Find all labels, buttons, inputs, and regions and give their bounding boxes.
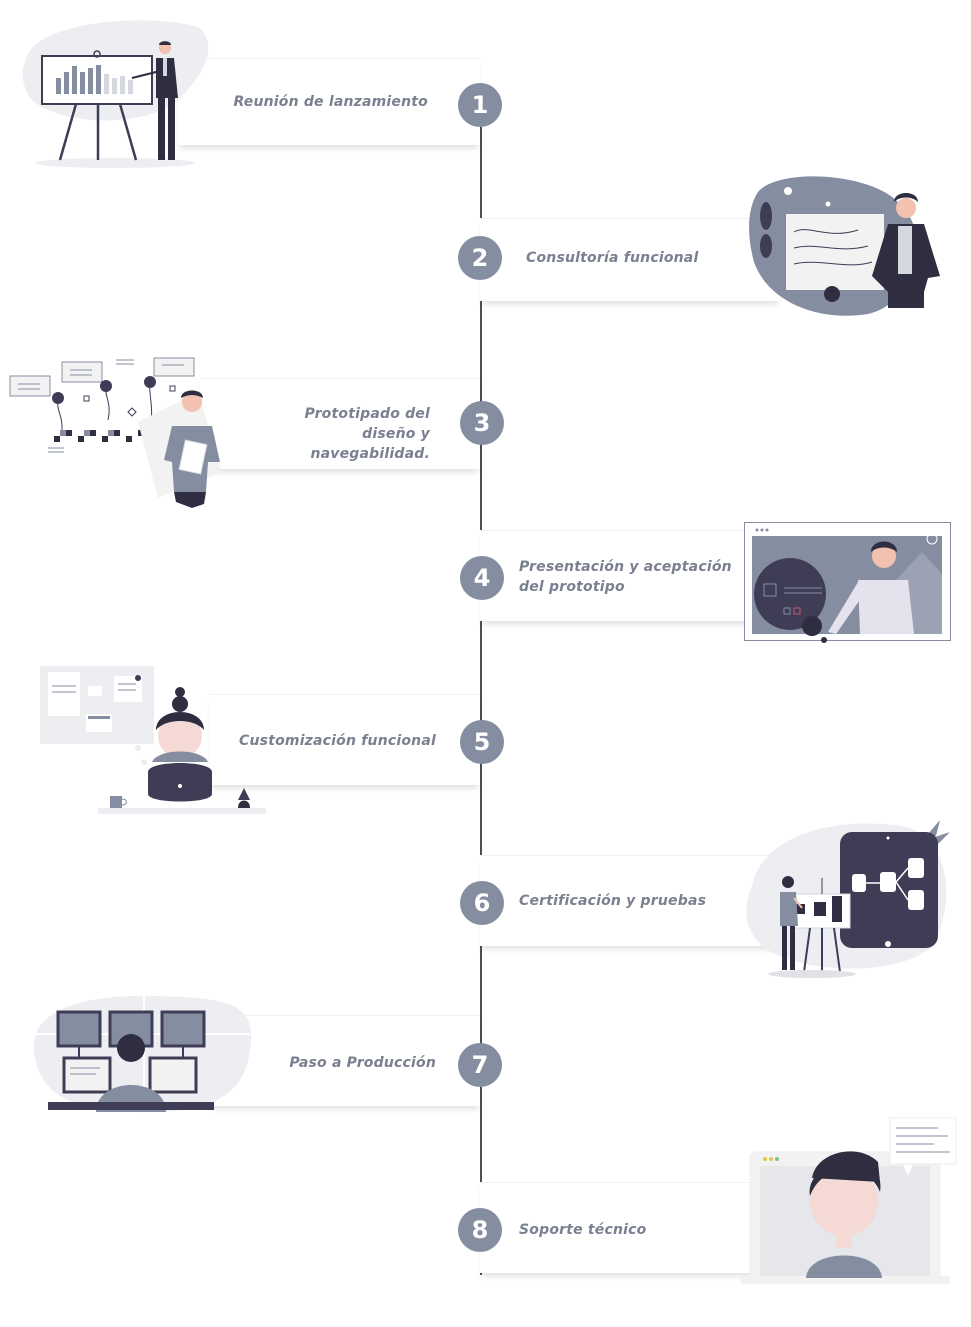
step-card-8: [480, 1182, 770, 1273]
presentation-chart-icon: [22, 20, 209, 168]
video-call-support-icon: [740, 1117, 957, 1284]
step-label-8: Soporte técnico: [519, 1222, 647, 1238]
step-card-4: [480, 530, 770, 621]
step-card-3: [200, 378, 480, 469]
step-card-1: [178, 58, 480, 145]
step-card-5: [210, 694, 480, 785]
laptop-worker-icon: [40, 666, 266, 814]
step-label-3: Prototipado del diseño y navegabilidad.: [304, 406, 430, 462]
step-number-4: 4: [460, 556, 504, 600]
consultant-document-icon: [749, 176, 940, 316]
timeline-line: [480, 100, 482, 1275]
step-number-6: 6: [460, 881, 504, 925]
step-card-2: [480, 218, 780, 301]
step-number-7: 7: [458, 1043, 502, 1087]
flowchart-tablet-icon: [746, 820, 950, 978]
step-label-4: Presentación y aceptación del prototipo: [519, 559, 732, 595]
step-card-7: [210, 1015, 480, 1106]
prototype-flow-icon: [9, 357, 222, 508]
step-number-3: 3: [460, 401, 504, 445]
step-card-6: [480, 855, 780, 946]
step-label-1: Reunión de lanzamiento: [233, 94, 428, 110]
video-presentation-icon: [744, 522, 951, 643]
step-number-2: 2: [458, 236, 502, 280]
step-label-6: Certificación y pruebas: [519, 893, 707, 909]
step-label-7: Paso a Producción: [289, 1055, 436, 1071]
step-label-2: Consultoría funcional: [526, 250, 699, 266]
step-label-5: Customización funcional: [239, 733, 436, 749]
step-number-5: 5: [460, 720, 504, 764]
step-number-1: 1: [458, 83, 502, 127]
monitors-workstation-icon: [33, 995, 252, 1113]
step-number-8: 8: [458, 1208, 502, 1252]
